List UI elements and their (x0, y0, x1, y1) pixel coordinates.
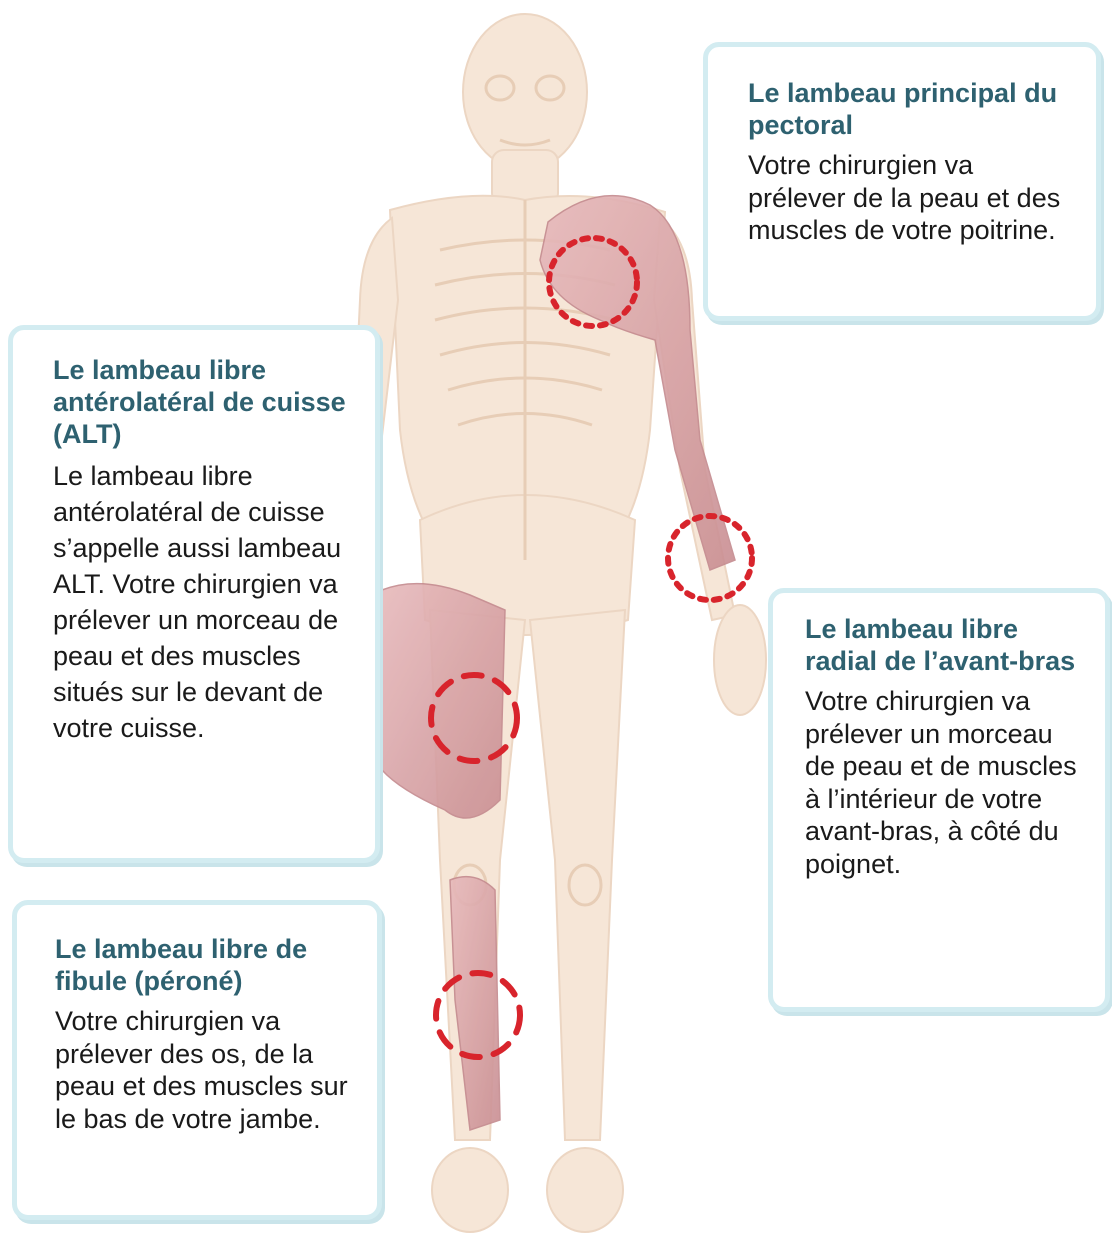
alt-flap-description: Le lambeau libre antérolatéral de cuisse… (53, 461, 342, 743)
radial-forearm-flap-title: Le lambeau libre radial de l’avant-bras (805, 614, 1076, 676)
harvest-markers (428, 235, 755, 1060)
fibula-flap-title: Le lambeau libre de fibule (péroné) (55, 934, 308, 996)
fibula-marker (433, 970, 523, 1060)
thigh-marker (428, 672, 520, 764)
alt-flap-title: Le lambeau libre antérolatéral de cuisse… (53, 355, 346, 449)
fibula-flap-callout: Le lambeau libre de fibule (péroné) Votr… (12, 900, 382, 1220)
pectoral-flap-callout: Le lambeau principal du pectoral Votre c… (703, 42, 1101, 321)
pectoral-flap-description: Votre chirurgien va prélever de la peau … (748, 150, 1061, 245)
pectoral-flap-title: Le lambeau principal du pectoral (748, 78, 1058, 140)
forearm-marker (665, 513, 755, 603)
fibula-flap-description: Votre chirurgien va prélever des os, de … (55, 1006, 348, 1134)
radial-forearm-flap-callout: Le lambeau libre radial de l’avant-bras … (768, 588, 1110, 1012)
alt-flap-callout: Le lambeau libre antérolatéral de cuisse… (8, 325, 380, 863)
muscle-overlays (381, 194, 736, 1132)
radial-forearm-flap-description: Votre chirurgien va prélever un morceau … (805, 686, 1077, 879)
pectoral-marker (546, 235, 640, 329)
